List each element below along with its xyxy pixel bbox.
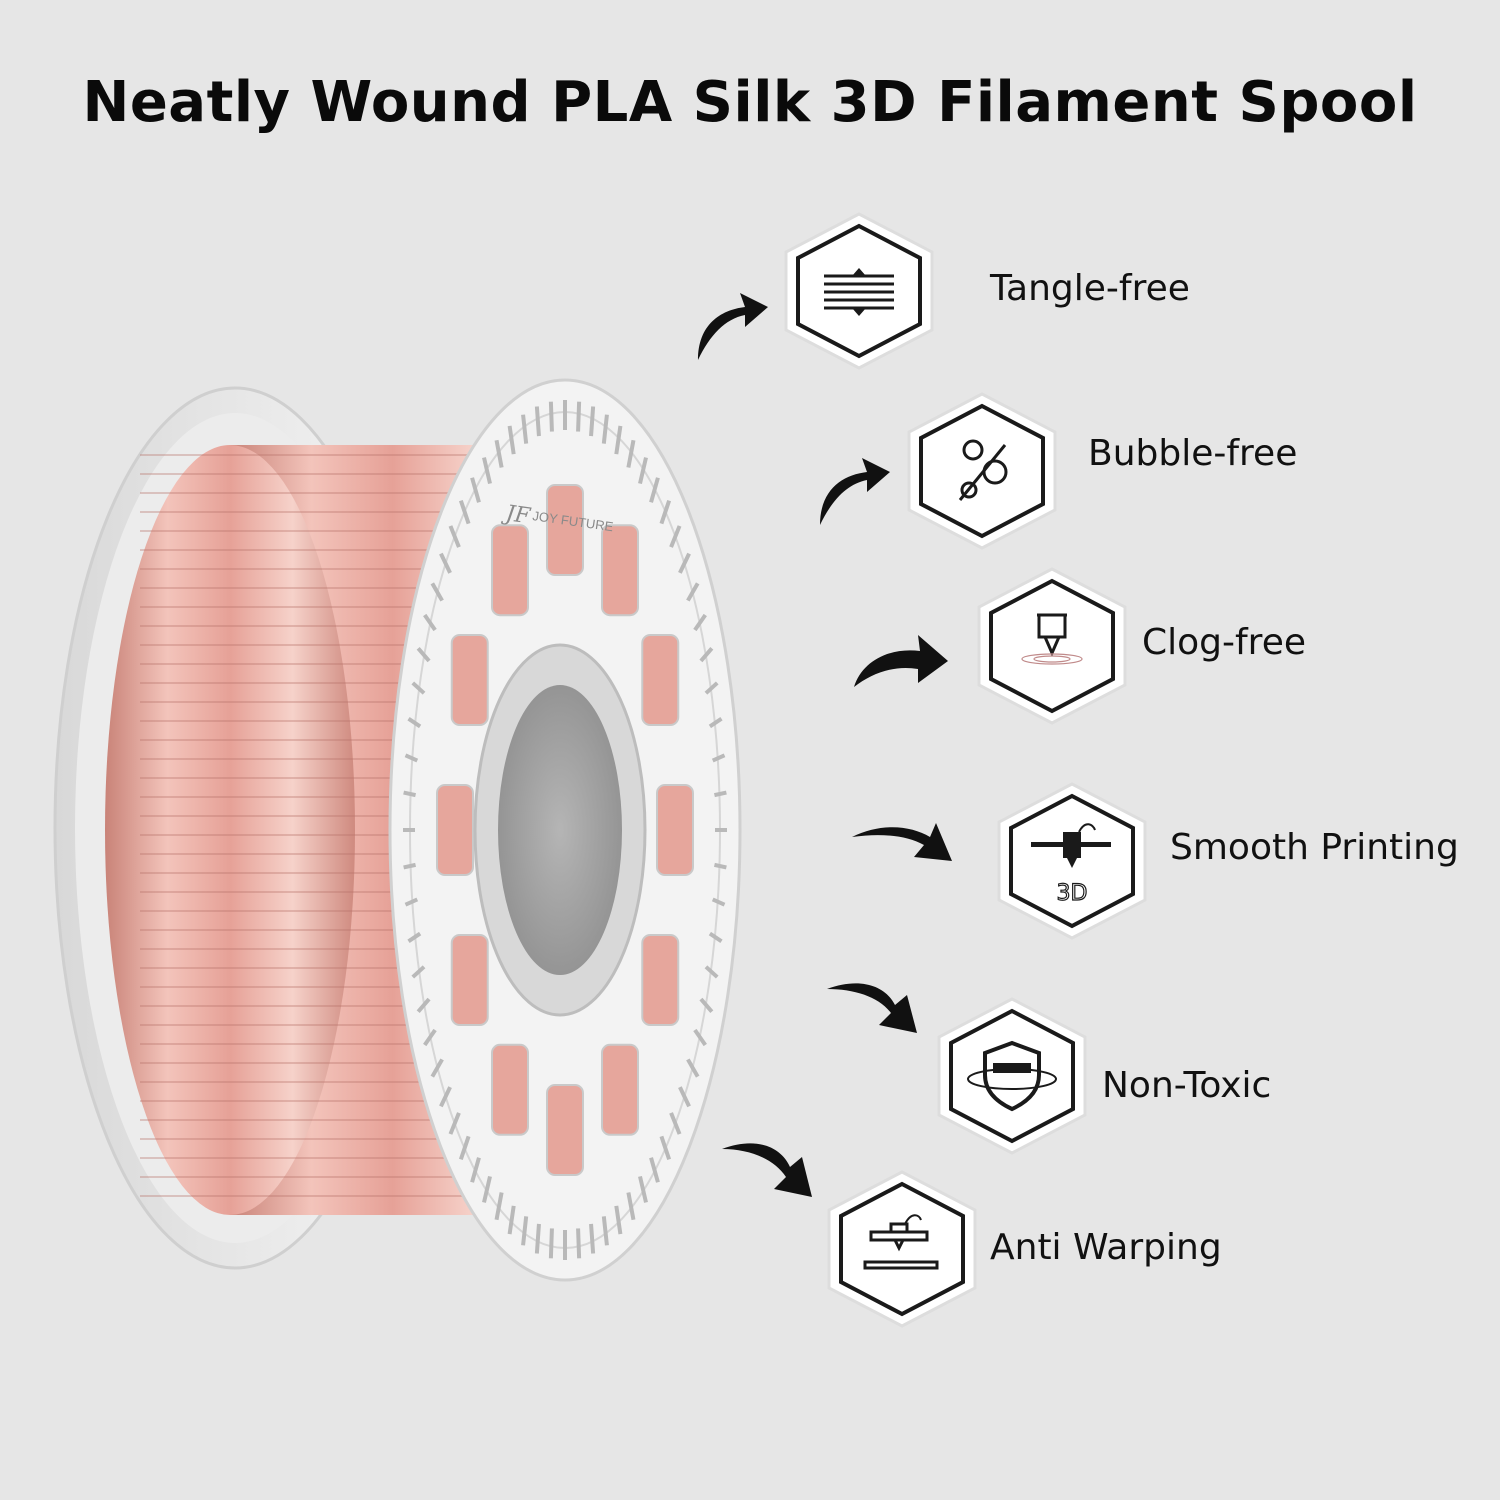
feature-label-clog-free: Clog-free [1142,622,1306,663]
arrow-icon [852,823,952,861]
tangle-free-hex [784,212,934,370]
feature-label-bubble-free: Bubble-free [1088,433,1298,474]
feature-label-anti-warping: Anti Warping [990,1227,1222,1268]
arrow-icon [722,1143,812,1197]
page-title: Neatly Wound PLA Silk 3D Filament Spool [82,70,1418,135]
feature-label-non-toxic: Non-Toxic [1102,1065,1272,1106]
smooth-printing-hex: 3D [997,782,1147,940]
clog-free-hex [977,567,1127,725]
arrow-icon [827,983,917,1033]
feature-label-tangle-free: Tangle-free [990,268,1190,309]
feature-label-smooth-printing: Smooth Printing [1170,827,1459,868]
svg-text:3D: 3D [1057,881,1088,906]
anti-warping-hex [827,1170,977,1328]
arrow-icon [854,635,948,687]
bubble-free-hex [907,392,1057,550]
arrow-icon [698,293,768,360]
non-toxic-hex [937,997,1087,1155]
arrow-icon [820,458,890,525]
